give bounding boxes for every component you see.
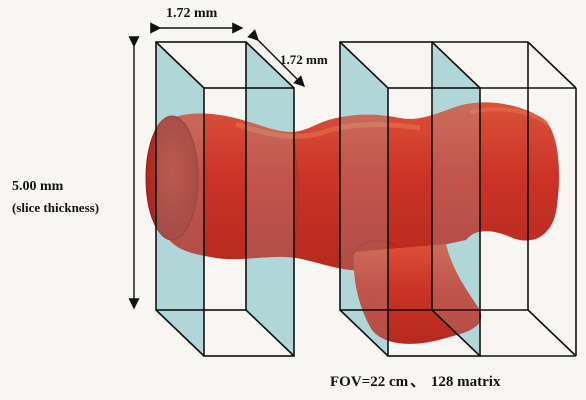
voxel-width-label: 1.72 mm	[166, 6, 217, 22]
matrix-text: 128 matrix	[431, 374, 501, 390]
slice-thickness-note: (slice thickness)	[12, 197, 99, 218]
voxel-depth-label: 1.72 mm	[280, 52, 328, 68]
fov-text: FOV=22 cm	[330, 374, 408, 390]
caption-separator: 、	[410, 374, 425, 390]
slice-thickness-value: 5.00 mm	[12, 176, 99, 197]
fov-caption: FOV=22 cm、 128 matrix	[330, 370, 502, 391]
slice-thickness-label: 5.00 mm (slice thickness)	[12, 176, 99, 218]
